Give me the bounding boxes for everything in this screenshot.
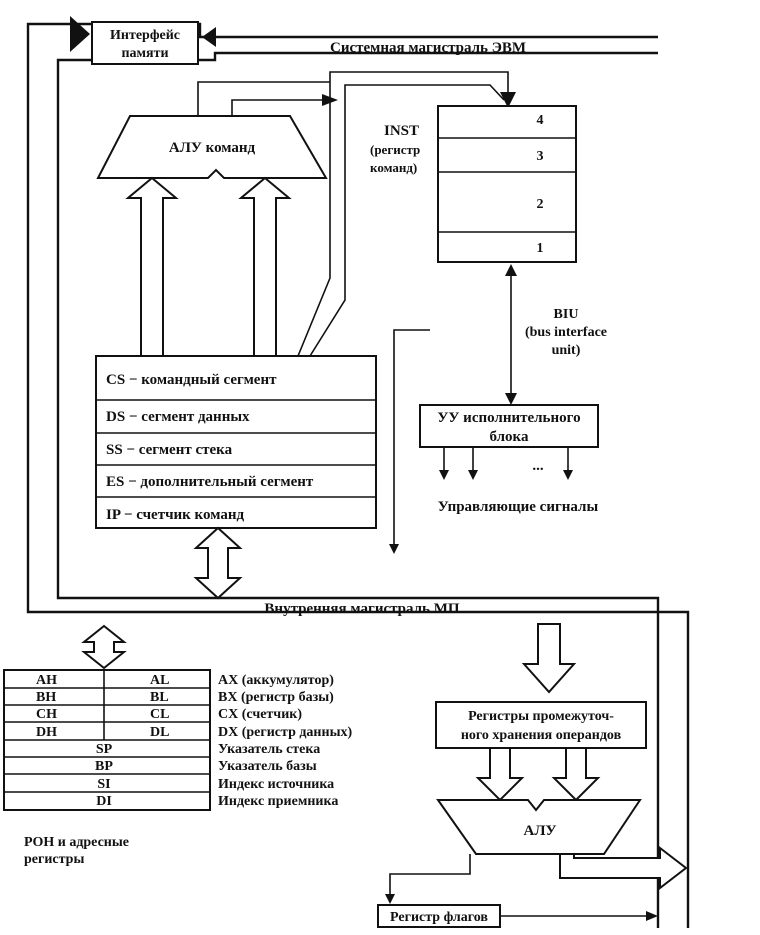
alu-cmd-arrow-icon bbox=[322, 94, 338, 106]
inst-control-link bbox=[505, 264, 517, 405]
desc-dx: DX (регистр данных) bbox=[218, 725, 353, 740]
temp-alu-fat-arrow-right bbox=[551, 747, 601, 802]
arrow-up-icon bbox=[505, 264, 517, 276]
inner-bus-line bbox=[56, 51, 660, 928]
biu-label-2: (bus interface bbox=[525, 325, 607, 340]
temp-registers-label-1: Регистры промежуточ- bbox=[468, 709, 614, 724]
segment-registers: CS − командный сегмент DS − сегмент данн… bbox=[95, 355, 377, 529]
gpr-caption-2: регистры bbox=[24, 852, 84, 867]
control-signal-arrows bbox=[439, 447, 573, 480]
general-register-descriptions: AX (аккумулятор) BX (регистр базы) CX (с… bbox=[218, 673, 353, 809]
system-bus-label: Системная магистраль ЭВМ bbox=[330, 40, 526, 56]
bus-reg-fat-arrow bbox=[81, 624, 127, 670]
reg-bp: BP bbox=[95, 759, 113, 774]
temp-alu-fat-arrow-left bbox=[475, 747, 525, 802]
seg-reg-cs: CS − командный сегмент bbox=[106, 372, 277, 388]
flags-register-box: Регистр флагов bbox=[377, 904, 501, 928]
control-unit-label-2: блока bbox=[490, 429, 529, 445]
alu-cmd-output-line-2 bbox=[231, 99, 330, 120]
arrow-down-icon bbox=[389, 544, 399, 554]
alu-cmd-output-line bbox=[197, 81, 330, 120]
general-registers: AH AL BH BL CH CL DH DL SP BP SI DI bbox=[3, 669, 211, 811]
fat-arrow-up-left bbox=[125, 176, 179, 357]
flags-register-label: Регистр флагов bbox=[390, 910, 488, 925]
arrow-down-icon bbox=[385, 894, 395, 904]
reg-ah: AH bbox=[36, 673, 57, 688]
desc-bp: Указатель базы bbox=[218, 759, 317, 774]
control-signals-label: Управляющие сигналы bbox=[438, 499, 599, 515]
bus-arrow-right-icon bbox=[202, 27, 216, 47]
seg-reg-ds: DS − сегмент данных bbox=[106, 409, 250, 425]
seg-reg-es: ES − дополнительный сегмент bbox=[106, 474, 314, 490]
inst-arrow-icon bbox=[500, 92, 516, 108]
alu-shape bbox=[436, 799, 642, 855]
biu-label-3: unit) bbox=[552, 343, 581, 358]
arrow-right-icon bbox=[646, 911, 658, 921]
biu-label-1: BIU bbox=[554, 307, 579, 322]
inst-label-2: (регистр bbox=[370, 142, 420, 157]
alu-commands-label: АЛУ команд bbox=[169, 140, 256, 156]
bus-lines bbox=[26, 16, 690, 928]
inst-cell-4: 4 bbox=[537, 113, 544, 128]
desc-sp: Указатель стека bbox=[218, 742, 320, 757]
control-unit-label-1: УУ исполнительного bbox=[437, 410, 580, 426]
reg-di: DI bbox=[96, 794, 112, 809]
seg-bus-fat-arrow bbox=[193, 526, 243, 600]
fat-arrow-up-right bbox=[238, 176, 292, 357]
cs-to-inst-lines bbox=[197, 71, 516, 357]
alu-flags-line bbox=[389, 854, 471, 898]
reg-bh: BH bbox=[36, 690, 56, 705]
desc-si: Индекс источника bbox=[218, 777, 334, 792]
inst-register: INST (регистр команд) 4 3 2 1 bbox=[370, 105, 577, 263]
memory-interface-box: Интерфейс памяти bbox=[91, 21, 199, 65]
alu-block: АЛУ bbox=[436, 799, 642, 855]
desc-di: Индекс приемника bbox=[218, 794, 338, 809]
reg-si: SI bbox=[97, 777, 110, 792]
arrow-down-icon bbox=[505, 393, 517, 405]
alu-output-fat-arrow bbox=[559, 845, 688, 891]
inst-cell-2: 2 bbox=[537, 197, 544, 212]
bus-arrow-left-icon bbox=[70, 16, 90, 34]
control-unit-box: УУ исполнительного блока bbox=[419, 404, 599, 448]
bus-temp-fat-arrow bbox=[521, 623, 577, 694]
reg-ch: CH bbox=[36, 707, 57, 722]
bus-arrow-left-icon bbox=[70, 34, 90, 52]
memory-interface-label-2: памяти bbox=[121, 46, 168, 61]
reg-al: AL bbox=[150, 673, 169, 688]
outer-bus-line bbox=[26, 22, 690, 928]
inst-cell-1: 1 bbox=[537, 241, 544, 256]
reg-cl: CL bbox=[150, 707, 169, 722]
alu-commands-block: АЛУ команд bbox=[96, 115, 328, 179]
seg-reg-ss: SS − сегмент стека bbox=[106, 442, 233, 458]
desc-bx: BX (регистр базы) bbox=[218, 690, 334, 705]
address-line-1 bbox=[297, 71, 509, 357]
inst-label-1: INST bbox=[384, 123, 419, 139]
biu-side-line bbox=[393, 329, 430, 548]
inst-cell-3: 3 bbox=[537, 149, 544, 164]
temp-registers-box: Регистры промежуточ- ного хранения опера… bbox=[435, 701, 647, 749]
desc-ax: AX (аккумулятор) bbox=[218, 673, 334, 688]
memory-interface-label-1: Интерфейс bbox=[110, 28, 180, 43]
alu-label: АЛУ bbox=[523, 823, 556, 839]
temp-registers-label-2: ного хранения операндов bbox=[461, 728, 622, 743]
internal-bus-label: Внутренняя магистраль МП bbox=[264, 601, 459, 617]
seg-to-alu-arrows bbox=[125, 176, 292, 357]
alu-commands-shape bbox=[96, 115, 328, 179]
reg-dh: DH bbox=[36, 725, 57, 740]
reg-bl: BL bbox=[150, 690, 169, 705]
reg-dl: DL bbox=[150, 725, 169, 740]
reg-sp: SP bbox=[96, 742, 113, 757]
seg-reg-ip: IP − счетчик команд bbox=[106, 507, 244, 523]
control-dots: ... bbox=[532, 458, 544, 474]
inst-label-3: команд) bbox=[370, 160, 417, 175]
address-line-2 bbox=[309, 84, 505, 357]
gpr-caption-1: РОН и адресные bbox=[24, 835, 129, 850]
desc-cx: CX (счетчик) bbox=[218, 707, 302, 722]
